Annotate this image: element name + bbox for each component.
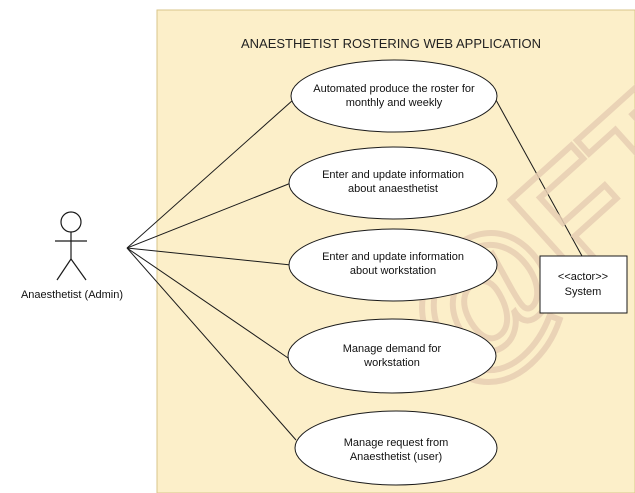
use-case-3: Enter and update information about works… <box>288 228 498 302</box>
use-case-4-line1: Manage demand for <box>343 343 442 355</box>
association-actor-usecase-5 <box>126 247 297 441</box>
association-actor-usecase-2 <box>126 182 292 249</box>
use-case-2-line1: Enter and update information <box>322 169 464 181</box>
association-usecase-1-system <box>495 99 583 257</box>
system-actor-stereotype: <<actor>> <box>558 271 608 283</box>
association-actor-usecase-4 <box>126 247 292 361</box>
use-case-1-line1: Automated produce the roster for <box>313 83 475 95</box>
use-case-5-line2: Anaesthetist (user) <box>350 451 442 463</box>
use-case-5-line1: Manage request from <box>344 437 449 449</box>
system-title: ANAESTHETIST ROSTERING WEB APPLICATION <box>241 36 541 51</box>
use-case-1: Automated produce the roster for monthly… <box>290 59 498 133</box>
use-case-3-line2: about workstation <box>350 265 436 277</box>
system-actor-label: System <box>565 286 602 298</box>
association-lines <box>126 99 583 441</box>
association-actor-usecase-3 <box>126 247 292 266</box>
use-case-1-line2: monthly and weekly <box>346 97 443 109</box>
use-case-4-line2: workstation <box>363 357 420 369</box>
use-case-2: Enter and update information about anaes… <box>288 146 498 220</box>
use-case-3-line1: Enter and update information <box>322 251 464 263</box>
admin-actor-label: Anaesthetist (Admin) <box>21 289 123 301</box>
use-case-2-line2: about anaesthetist <box>348 183 438 195</box>
association-actor-usecase-1 <box>126 99 294 249</box>
use-case-5: Manage request from Anaesthetist (user) <box>294 410 498 486</box>
use-case-4: Manage demand for workstation <box>287 318 497 394</box>
stick-figure-icon <box>55 211 87 281</box>
system-actor: <<actor>> System <box>539 255 628 314</box>
